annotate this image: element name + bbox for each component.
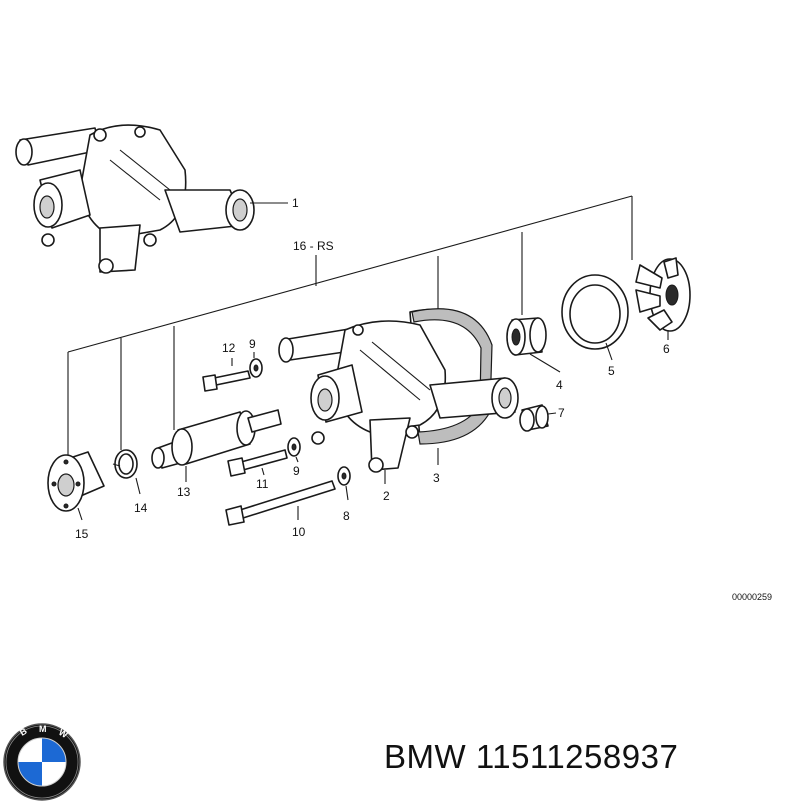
callout-14: 14	[134, 501, 148, 515]
part-number-label: BMW 11511258937	[384, 738, 679, 775]
shaft-bearing	[151, 409, 282, 469]
seal-ring	[561, 274, 629, 350]
callout-10: 10	[292, 525, 306, 539]
kit-leader-lines	[67, 195, 633, 460]
callout-2: 2	[383, 489, 390, 503]
callout-1: 1	[292, 196, 299, 210]
callout-8: 8	[343, 509, 350, 523]
circlip	[112, 449, 138, 479]
hub-flange	[47, 451, 105, 512]
diagram-ref-number: 00000259	[732, 592, 772, 602]
bearing-bushing	[506, 317, 547, 356]
washer-8	[337, 466, 351, 486]
callout-16-rs: 16 - RS	[293, 239, 334, 253]
callout-12: 12	[222, 341, 236, 355]
small-sleeve	[519, 404, 549, 432]
washer-9-lower	[287, 437, 301, 457]
bolt-10	[225, 480, 336, 526]
washer-9-upper	[249, 358, 263, 378]
impeller	[635, 257, 691, 332]
water-pump-assembly	[15, 124, 255, 274]
callout-4: 4	[556, 378, 563, 392]
bolt-11	[227, 449, 288, 477]
bolt-12	[202, 370, 251, 392]
callout-15: 15	[75, 527, 89, 541]
bmw-logo: B M W	[3, 723, 81, 801]
callout-6: 6	[663, 342, 670, 356]
callout-3: 3	[433, 471, 440, 485]
callout-9-upper: 9	[249, 337, 256, 351]
callout-13: 13	[177, 485, 191, 499]
svg-text:B: B	[18, 726, 29, 738]
callout-11: 11	[256, 477, 269, 491]
pump-housing	[278, 308, 519, 473]
callout-9-lower: 9	[293, 464, 300, 478]
callout-5: 5	[608, 364, 615, 378]
callout-7: 7	[558, 406, 565, 420]
svg-text:M: M	[39, 724, 47, 734]
